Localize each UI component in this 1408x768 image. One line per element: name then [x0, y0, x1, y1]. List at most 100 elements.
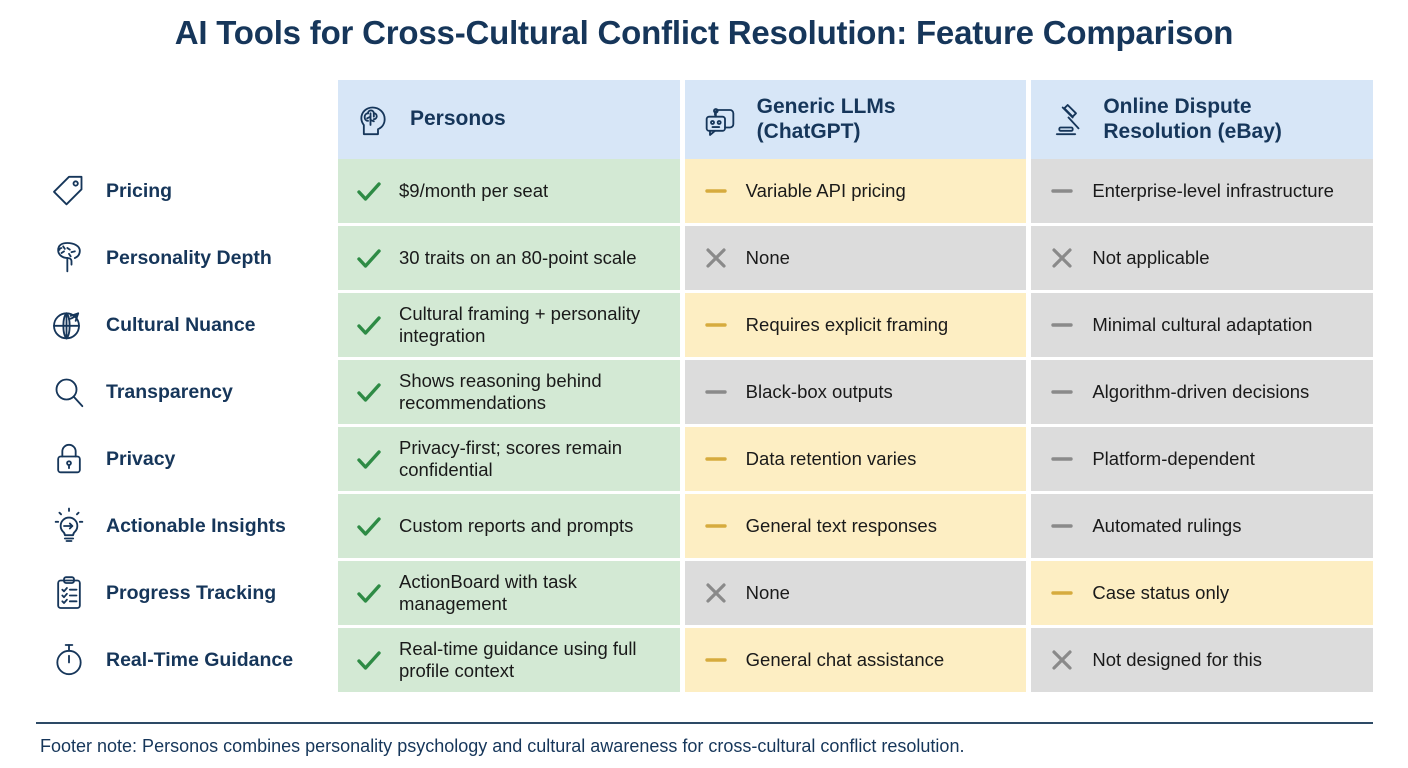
check-icon [352, 375, 386, 409]
column-divider [679, 494, 685, 558]
column-divider [1026, 561, 1032, 625]
row-label-6: Actionable Insights [36, 494, 338, 558]
cell-text: Real-time guidance using full profile co… [399, 637, 637, 681]
table-cell[interactable]: Requires explicit framing [684, 293, 1027, 357]
dash-icon [1045, 375, 1079, 409]
column-header-line2: (ChatGPT) [756, 119, 861, 143]
cross-icon [1045, 643, 1079, 677]
column-divider [679, 226, 685, 290]
row-label-2: Personality Depth [36, 226, 338, 290]
cross-icon [699, 576, 733, 610]
column-divider [679, 80, 685, 159]
table-row: Privacy Privacy-first; scores remain conf… [36, 427, 1374, 491]
dash-icon [699, 308, 733, 342]
lightbulb-arrow-icon [46, 503, 92, 549]
table-cell[interactable]: General text responses [684, 494, 1027, 558]
table-cell[interactable]: Automated rulings [1031, 494, 1374, 558]
dash-icon [1045, 308, 1079, 342]
dash-icon [1045, 174, 1079, 208]
table-cell[interactable]: None [684, 226, 1027, 290]
gavel-icon [1045, 99, 1087, 141]
cell-text: Requires explicit framing [745, 313, 949, 335]
column-divider [679, 159, 685, 223]
table-cell[interactable]: Real-time guidance using full profile co… [338, 628, 680, 692]
column-divider [679, 628, 685, 692]
dash-icon [699, 375, 733, 409]
row-label-text: Actionable Insights [106, 514, 286, 537]
table-cell[interactable]: Data retention varies [684, 427, 1027, 491]
dash-icon [699, 509, 733, 543]
table-cell[interactable]: Shows reasoning behind recommendations [338, 360, 680, 424]
cell-text: Shows reasoning behind recommendations [399, 369, 602, 413]
cross-icon [699, 241, 733, 275]
table-cell[interactable]: Platform-dependent [1031, 427, 1374, 491]
dash-icon [1045, 576, 1079, 610]
column-divider [1026, 360, 1032, 424]
column-divider [1026, 494, 1032, 558]
table-row: Transparency Shows reasoning behind recom… [36, 360, 1374, 424]
cell-text: $9/month per seat [399, 179, 549, 201]
table-cell[interactable]: Enterprise-level infrastructure [1031, 159, 1374, 223]
check-icon [352, 509, 386, 543]
column-header-1[interactable]: Personos [338, 80, 680, 159]
cross-icon [1045, 241, 1079, 275]
footer-divider [36, 722, 1373, 724]
row-label-text: Progress Tracking [106, 581, 277, 604]
dash-icon [1045, 442, 1079, 476]
clipboard-check-icon [46, 570, 92, 616]
table-cell[interactable]: Cultural framing + personality integrati… [338, 293, 680, 357]
column-header-line1: Generic LLMs [756, 94, 896, 118]
table-cell[interactable]: Minimal cultural adaptation [1031, 293, 1374, 357]
table-cell[interactable]: Not designed for this [1031, 628, 1374, 692]
column-divider [1026, 226, 1032, 290]
table-cell[interactable]: Custom reports and prompts [338, 494, 680, 558]
table-cell[interactable]: Black-box outputs [684, 360, 1027, 424]
table-cell[interactable]: ActionBoard with task management [338, 561, 680, 625]
column-header-label: Personos [410, 107, 506, 132]
table-cell[interactable]: Not applicable [1031, 226, 1374, 290]
globe-arrow-icon [46, 302, 92, 348]
check-icon [352, 643, 386, 677]
table-cell[interactable]: Privacy-first; scores remain confidentia… [338, 427, 680, 491]
column-divider [679, 360, 685, 424]
cell-text: Algorithm-driven decisions [1092, 380, 1310, 402]
check-icon [352, 308, 386, 342]
table-cell[interactable]: Variable API pricing [684, 159, 1027, 223]
dash-icon [1045, 509, 1079, 543]
column-divider [1026, 293, 1032, 357]
cell-text: Automated rulings [1092, 514, 1242, 536]
row-label-8: Real-Time Guidance [36, 628, 338, 692]
cell-text: Not applicable [1092, 246, 1210, 268]
cell-text: 30 traits on an 80-point scale [399, 246, 637, 268]
cell-text: General chat assistance [745, 648, 945, 670]
cell-text: Data retention varies [745, 447, 917, 469]
column-divider [1026, 628, 1032, 692]
table-cell[interactable]: 30 traits on an 80-point scale [338, 226, 680, 290]
table-cell[interactable]: $9/month per seat [338, 159, 680, 223]
cell-text: Privacy-first; scores remain confidentia… [399, 436, 623, 480]
row-label-text: Privacy [106, 447, 176, 470]
column-header-2[interactable]: Generic LLMs(ChatGPT) [684, 80, 1027, 159]
column-divider [1026, 427, 1032, 491]
table-row: Real-Time Guidance Real-time guidance usi… [36, 628, 1374, 692]
row-label-text: Transparency [106, 380, 233, 403]
table-cell[interactable]: General chat assistance [684, 628, 1027, 692]
page-title: AI Tools for Cross-Cultural Conflict Res… [174, 14, 1234, 51]
table-cell[interactable]: Algorithm-driven decisions [1031, 360, 1374, 424]
robot-icon [699, 99, 741, 141]
dash-icon [699, 643, 733, 677]
brain-icon [46, 235, 92, 281]
cell-text: Black-box outputs [745, 380, 893, 402]
table-cell[interactable]: None [684, 561, 1027, 625]
table-row: Actionable Insights Custom reports and pr… [36, 494, 1374, 558]
price-tag-icon [46, 168, 92, 214]
cell-text: General text responses [745, 514, 937, 536]
table-cell[interactable]: Case status only [1031, 561, 1374, 625]
column-divider [1026, 159, 1032, 223]
row-label-text: Personality Depth [106, 246, 272, 269]
